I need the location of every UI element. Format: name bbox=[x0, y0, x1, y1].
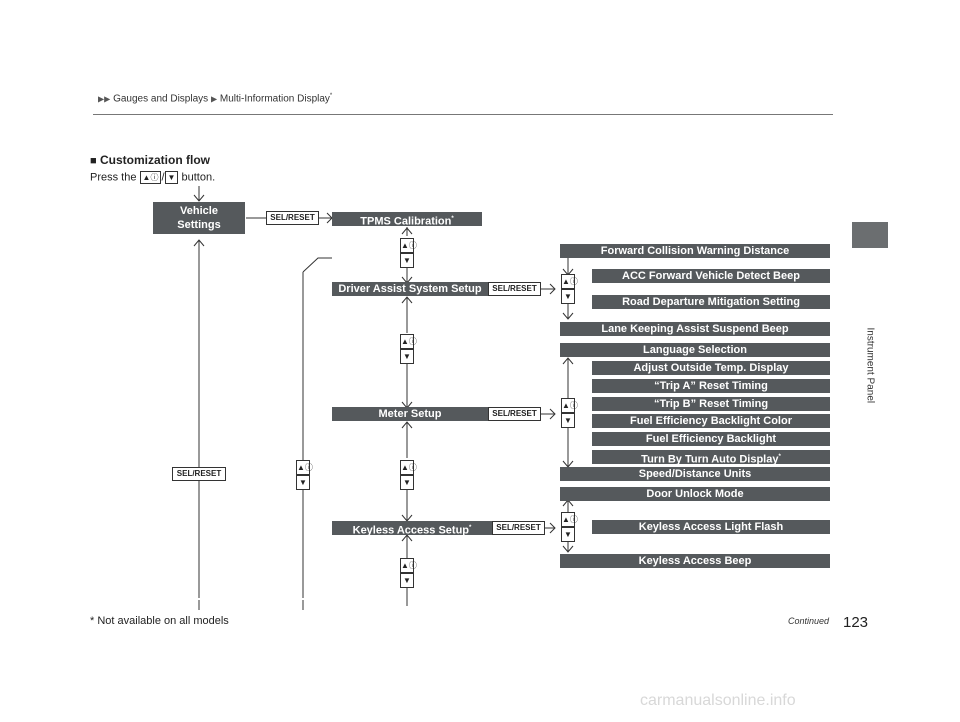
driver-assist-setup-item[interactable]: Driver Assist System Setup bbox=[332, 282, 488, 296]
up-arrow-icon[interactable]: ▲ⓘ bbox=[561, 512, 578, 527]
meter-setup-item[interactable]: Meter Setup bbox=[332, 407, 488, 421]
down-arrow-icon[interactable]: ▼ bbox=[561, 413, 575, 428]
down-arrow-icon[interactable]: ▼ bbox=[400, 349, 414, 364]
up-arrow-icon[interactable]: ▲ⓘ bbox=[561, 398, 578, 413]
list-item[interactable]: “Trip A” Reset Timing bbox=[592, 379, 830, 393]
list-item[interactable]: Fuel Efficiency Backlight bbox=[592, 432, 830, 446]
asterisk: * bbox=[778, 454, 781, 460]
up-down-buttons[interactable]: ▲ⓘ ▼ bbox=[561, 398, 578, 428]
keyless-setup-label: Keyless Access Setup bbox=[352, 524, 470, 537]
down-button-icon: ▼ bbox=[164, 171, 179, 184]
sel-reset-button[interactable]: SEL/RESET bbox=[488, 407, 541, 421]
up-down-buttons[interactable]: ▲ⓘ ▼ bbox=[400, 334, 417, 364]
list-item[interactable]: Keyless Access Light Flash bbox=[592, 520, 830, 534]
chevron-right-icon: ▶▶ bbox=[98, 94, 111, 104]
vehicle-settings-box[interactable]: Vehicle Settings bbox=[153, 202, 245, 234]
list-item[interactable]: Door Unlock Mode bbox=[560, 487, 830, 501]
instruction-before: Press the bbox=[90, 171, 137, 184]
instruction-after: button. bbox=[181, 171, 216, 184]
list-item[interactable]: Adjust Outside Temp. Display bbox=[592, 361, 830, 375]
square-bullet-icon: ■ bbox=[90, 155, 97, 167]
asterisk: * bbox=[329, 93, 333, 99]
down-arrow-icon[interactable]: ▼ bbox=[561, 527, 575, 542]
instruction-text: Press the ▲ⓘ/▼ button. bbox=[90, 171, 215, 184]
up-down-buttons[interactable]: ▲ⓘ ▼ bbox=[400, 460, 417, 490]
up-arrow-icon[interactable]: ▲ⓘ bbox=[561, 274, 578, 289]
sel-reset-button[interactable]: SEL/RESET bbox=[492, 521, 545, 535]
up-arrow-icon[interactable]: ▲ⓘ bbox=[400, 460, 417, 475]
breadcrumb-item[interactable]: Gauges and Displays bbox=[113, 93, 209, 105]
up-down-buttons[interactable]: ▲ⓘ ▼ bbox=[400, 238, 417, 268]
sel-reset-button[interactable]: SEL/RESET bbox=[266, 211, 319, 225]
list-item[interactable]: Forward Collision Warning Distance bbox=[560, 244, 830, 258]
continued-label: Continued bbox=[788, 616, 830, 626]
asterisk: * bbox=[451, 216, 454, 222]
up-arrow-icon[interactable]: ▲ⓘ bbox=[400, 558, 417, 573]
list-item[interactable]: Fuel Efficiency Backlight Color bbox=[592, 414, 830, 428]
section-tab-marker bbox=[852, 222, 888, 248]
list-item[interactable]: Turn By Turn Auto Display* bbox=[592, 450, 830, 466]
watermark: carmanualsonline.info bbox=[640, 692, 796, 709]
list-item[interactable]: Lane Keeping Assist Suspend Beep bbox=[560, 322, 830, 336]
chevron-right-icon: ▶ bbox=[210, 94, 218, 104]
up-arrow-icon[interactable]: ▲ⓘ bbox=[296, 460, 313, 475]
up-arrow-icon[interactable]: ▲ⓘ bbox=[400, 238, 417, 253]
vehicle-settings-line2: Settings bbox=[177, 219, 221, 231]
slash: / bbox=[161, 171, 165, 184]
footnote: * Not available on all models bbox=[90, 615, 229, 627]
breadcrumb: ▶▶ Gauges and Displays ▶ Multi-Informati… bbox=[98, 93, 332, 104]
down-arrow-icon[interactable]: ▼ bbox=[400, 253, 414, 268]
down-arrow-icon[interactable]: ▼ bbox=[400, 573, 414, 588]
section-title: ■ Customization flow bbox=[90, 153, 210, 167]
sel-reset-button[interactable]: SEL/RESET bbox=[488, 282, 541, 296]
page-number: 123 bbox=[843, 614, 869, 631]
up-down-buttons[interactable]: ▲ⓘ ▼ bbox=[296, 460, 313, 490]
list-item[interactable]: Road Departure Mitigation Setting bbox=[592, 295, 830, 309]
up-down-buttons[interactable]: ▲ⓘ ▼ bbox=[561, 274, 578, 304]
up-down-buttons[interactable]: ▲ⓘ ▼ bbox=[561, 512, 578, 542]
sel-reset-button[interactable]: SEL/RESET bbox=[172, 467, 226, 481]
up-button-icon: ▲ⓘ bbox=[139, 171, 162, 184]
down-arrow-icon[interactable]: ▼ bbox=[561, 289, 575, 304]
section-title-text: Customization flow bbox=[100, 153, 210, 167]
header-divider bbox=[93, 114, 833, 115]
list-item[interactable]: Language Selection bbox=[560, 343, 830, 357]
list-item[interactable]: Speed/Distance Units bbox=[560, 467, 830, 481]
vehicle-settings-line1: Vehicle bbox=[180, 205, 218, 217]
down-arrow-icon[interactable]: ▼ bbox=[400, 475, 414, 490]
list-item[interactable]: Keyless Access Beep bbox=[560, 554, 830, 568]
breadcrumb-item[interactable]: Multi-Information Display bbox=[219, 93, 330, 105]
turn-by-turn-label: Turn By Turn Auto Display bbox=[641, 453, 779, 466]
tpms-label: TPMS Calibration bbox=[360, 215, 452, 228]
list-item[interactable]: ACC Forward Vehicle Detect Beep bbox=[592, 269, 830, 283]
list-item[interactable]: “Trip B” Reset Timing bbox=[592, 397, 830, 411]
asterisk: * bbox=[469, 525, 472, 531]
up-arrow-icon[interactable]: ▲ⓘ bbox=[400, 334, 417, 349]
tpms-calibration-item[interactable]: TPMS Calibration* bbox=[332, 212, 482, 228]
up-down-buttons[interactable]: ▲ⓘ ▼ bbox=[400, 558, 417, 588]
down-arrow-icon[interactable]: ▼ bbox=[296, 475, 310, 490]
keyless-access-setup-item[interactable]: Keyless Access Setup* bbox=[332, 521, 492, 537]
